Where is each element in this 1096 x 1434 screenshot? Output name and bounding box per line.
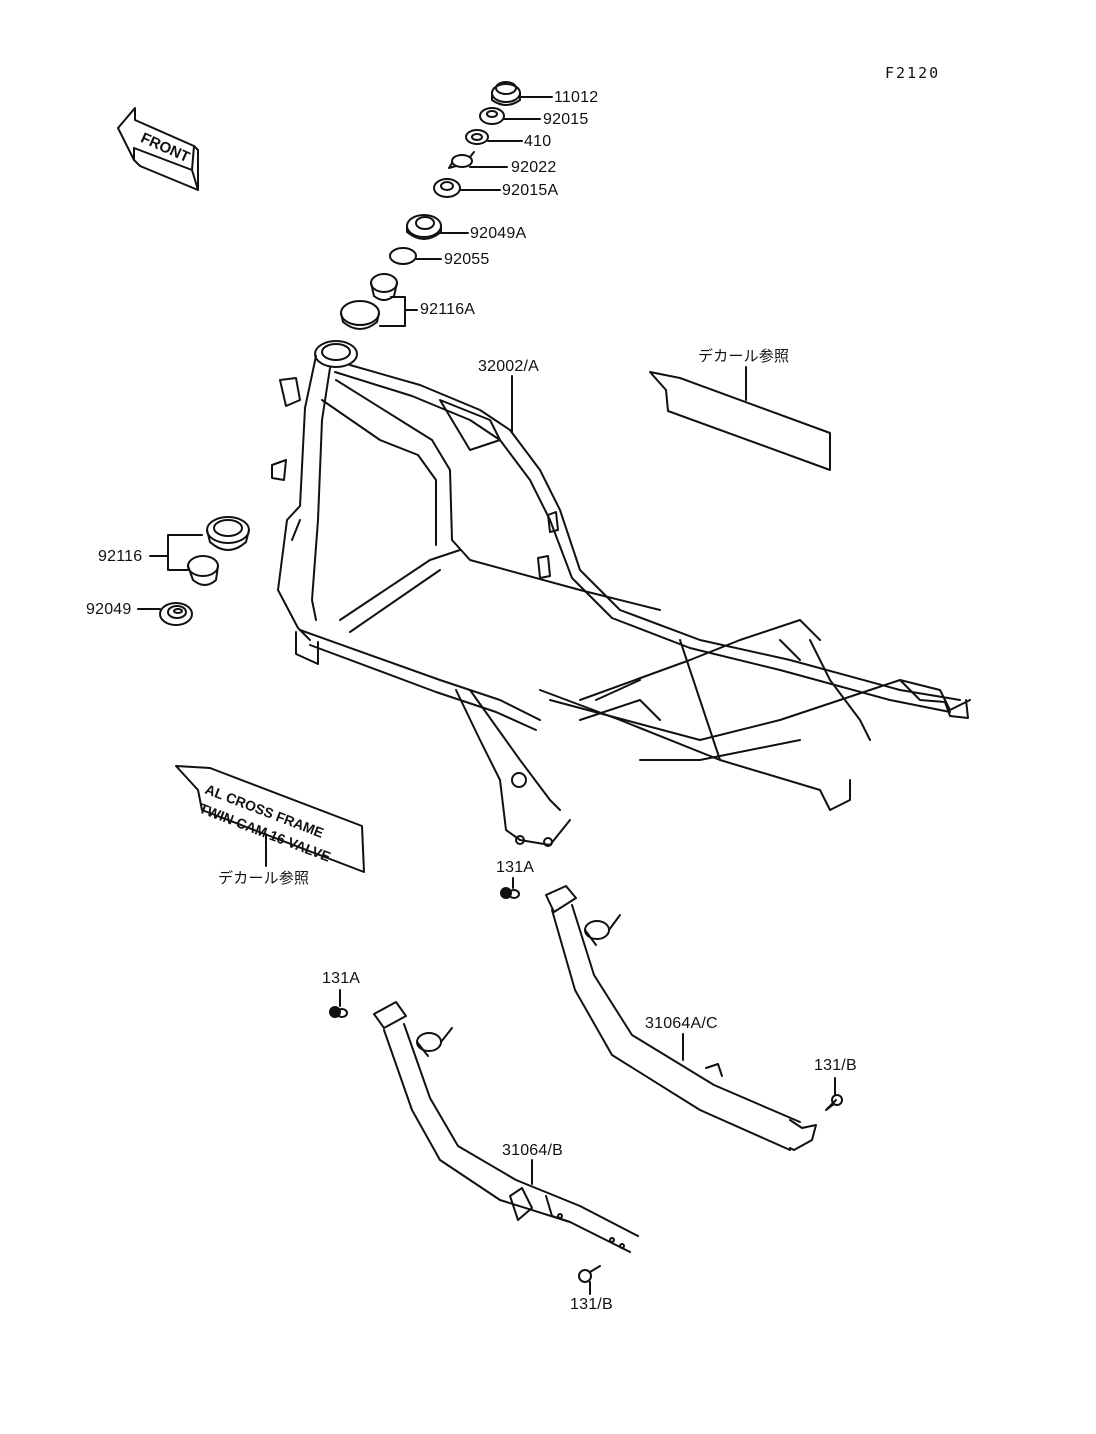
label-92049A: 92049A (470, 225, 527, 242)
label-92055: 92055 (444, 251, 490, 268)
bolt-131A-upper (500, 887, 520, 899)
rail-31064AC (545, 885, 817, 1151)
label-31064AC: 31064A/C (645, 1015, 718, 1032)
label-131B-right: 131/B (814, 1057, 857, 1074)
label-31064B: 31064/B (502, 1142, 564, 1159)
label-92116: 92116 (98, 548, 143, 565)
label-tank-decal-ref: デカール参照 (698, 347, 790, 365)
figure-code: F2120 (885, 64, 941, 82)
washer-410 (465, 129, 489, 145)
label-92049: 92049 (86, 601, 132, 618)
label-92022: 92022 (511, 159, 557, 176)
bolt-131A-lower (329, 1006, 348, 1018)
label-32002A: 32002/A (478, 358, 540, 375)
cap-11012 (491, 81, 521, 106)
label-11012: 11012 (554, 89, 599, 106)
nut-92015 (479, 107, 505, 125)
o-ring-92055 (389, 247, 417, 265)
tank-decal (649, 371, 831, 471)
nut-92015A (433, 178, 461, 198)
label-92116A: 92116A (420, 301, 476, 318)
side-decal: AL CROSS FRAME TWIN CAM 16 VALVE (175, 765, 365, 873)
frame-32002A (271, 340, 971, 847)
label-92015A: 92015A (502, 182, 559, 199)
label-side-decal-ref: デカール参照 (218, 869, 310, 887)
seal-92049 (159, 602, 193, 626)
label-131A-lower: 131A (322, 970, 361, 987)
bolt-131B-left (578, 1265, 601, 1283)
lock-washer-92022 (448, 151, 475, 169)
label-410: 410 (524, 133, 552, 150)
label-131A-upper: 131A (496, 859, 535, 876)
bearing-92116A (340, 273, 398, 330)
rail-31064B (373, 1001, 639, 1253)
bearing-92116 (187, 516, 250, 586)
front-arrow-icon: FRONT (117, 107, 199, 191)
label-131B-left: 131/B (570, 1296, 613, 1313)
seal-92049A (406, 214, 442, 240)
label-92015: 92015 (543, 111, 589, 128)
bolt-131B-right (825, 1094, 843, 1111)
